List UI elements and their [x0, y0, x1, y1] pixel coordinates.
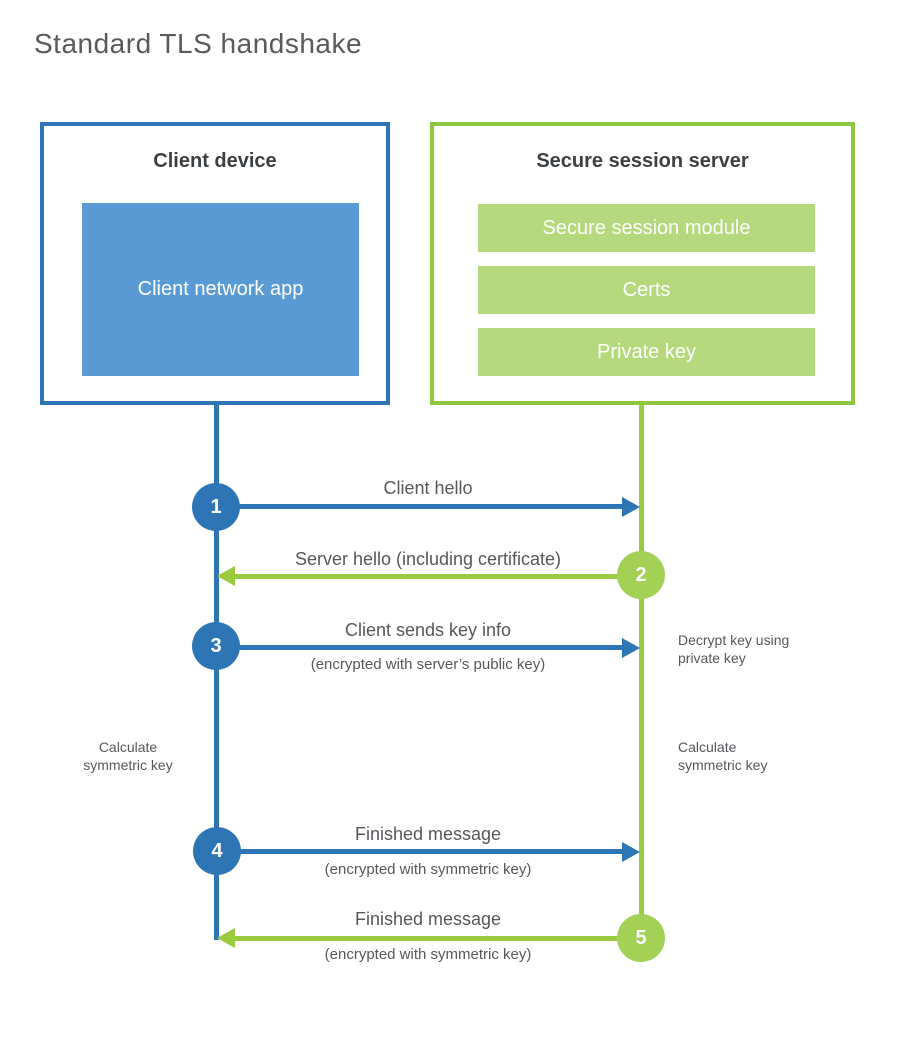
arrow-client-hello: [216, 504, 624, 509]
module-bar-certs: Certs: [478, 266, 815, 314]
arrow-finished-client: [217, 849, 624, 854]
message-sublabel-encrypted-public-key: (encrypted with server’s public key): [310, 656, 546, 673]
note-calculate-symmetric-key-server: Calculate symmetric key: [678, 739, 768, 774]
message-label-client-sends-key-info: Client sends key info: [344, 620, 512, 640]
page-title: Standard TLS handshake: [34, 28, 363, 59]
client-lifeline: [214, 405, 219, 940]
arrow-client-sends-key-info: [216, 645, 624, 650]
message-sublabel-encrypted-symmetric-server: (encrypted with symmetric key): [324, 946, 532, 963]
arrowhead-right-icon: [622, 638, 640, 658]
server-lifeline: [639, 405, 644, 940]
note-decrypt-key: Decrypt key using private key: [678, 632, 790, 667]
message-label-finished-client: Finished message: [354, 824, 502, 844]
message-label-client-hello: Client hello: [383, 478, 473, 498]
arrowhead-left-icon: [217, 928, 235, 948]
arrowhead-right-icon: [622, 497, 640, 517]
client-network-app-label: Client network app: [137, 278, 304, 300]
note-calculate-symmetric-key-client: Calculate symmetric key: [83, 739, 173, 774]
module-bar-secure-session-module: Secure session module: [478, 204, 815, 252]
step-circle-1: 1: [192, 483, 240, 531]
step-circle-4: 4: [193, 827, 241, 875]
arrow-finished-server: [234, 936, 641, 941]
step-circle-3: 3: [192, 622, 240, 670]
message-label-server-hello: Server hello (including certificate): [294, 549, 562, 569]
arrow-server-hello: [234, 574, 641, 579]
step-circle-5: 5: [617, 914, 665, 962]
client-device-box: Client device Client network app: [40, 122, 390, 405]
step-circle-2: 2: [617, 551, 665, 599]
client-network-app-box: Client network app: [82, 203, 359, 376]
message-label-finished-server: Finished message: [354, 909, 502, 929]
message-sublabel-encrypted-symmetric-client: (encrypted with symmetric key): [324, 861, 532, 878]
arrowhead-right-icon: [622, 842, 640, 862]
secure-session-server-title: Secure session server: [536, 150, 749, 172]
secure-session-server-box: Secure session server Secure session mod…: [430, 122, 855, 405]
arrowhead-left-icon: [217, 566, 235, 586]
module-bar-private-key: Private key: [478, 328, 815, 376]
client-device-title: Client device: [153, 150, 277, 172]
